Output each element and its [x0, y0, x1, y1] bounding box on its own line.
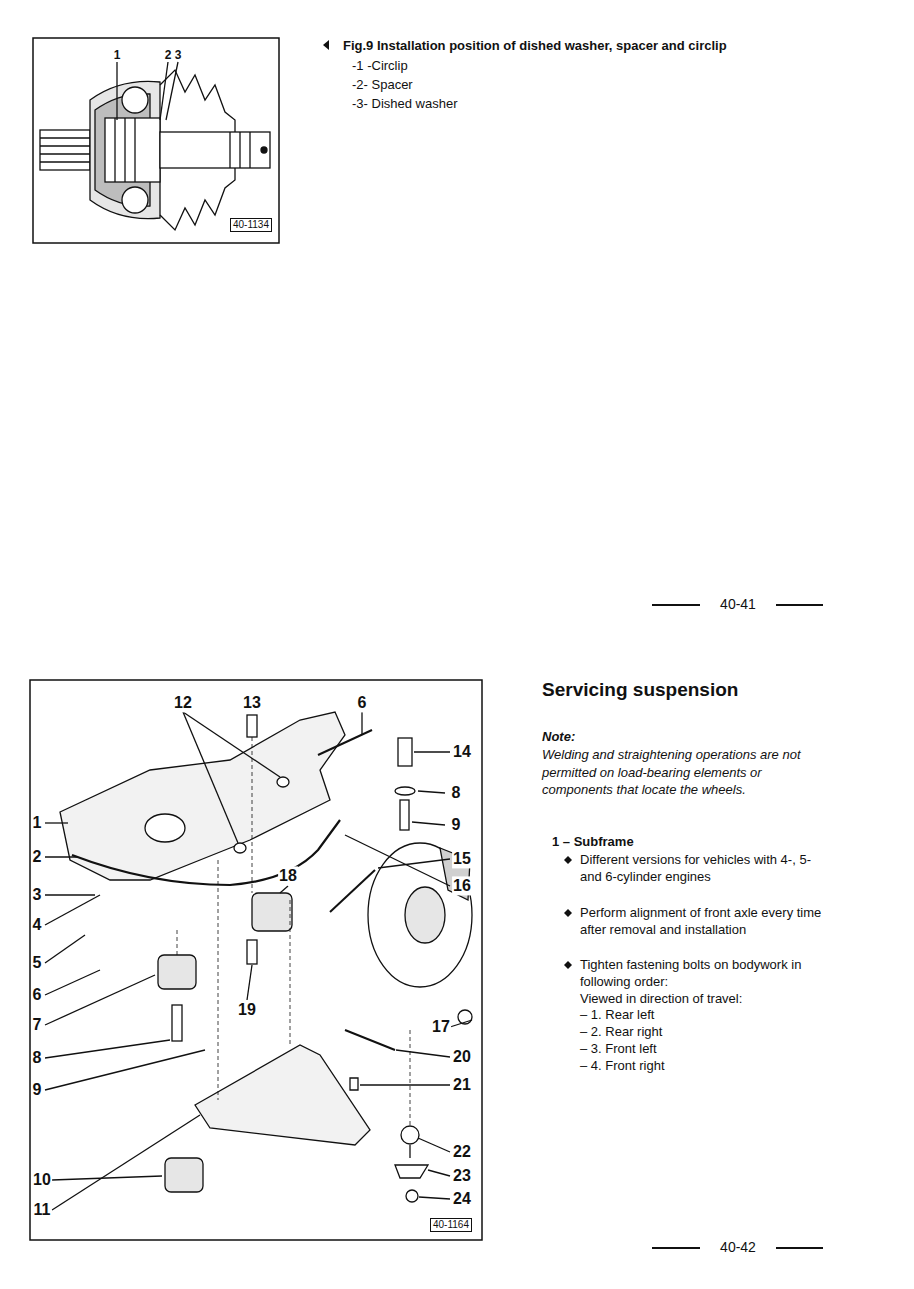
callout-number: 24 [452, 1189, 472, 1208]
section-heading: Servicing suspension [542, 679, 738, 702]
note-text: Welding and straightening operations are… [542, 746, 827, 799]
body-text: Viewed in direction of travel: [580, 990, 825, 1007]
callout-number: 2 [32, 847, 43, 866]
list-item: – 4. Front right [580, 1058, 665, 1074]
callout-number: 19 [237, 1000, 257, 1019]
list-item: – 3. Front left [580, 1041, 657, 1057]
bullet-text: Perform alignment of front axle every ti… [580, 904, 825, 938]
callout-number: 13 [242, 693, 262, 712]
callout-number: 8 [32, 1048, 43, 1067]
callout-number: 6 [357, 693, 368, 712]
callout-number: 14 [452, 742, 472, 761]
page-number: 40-41 [720, 596, 756, 613]
callout-number: 6 [32, 985, 43, 1004]
callout-number: 20 [452, 1047, 472, 1066]
callout-number: 8 [451, 783, 462, 802]
callout-number: 15 [452, 849, 472, 868]
callout-number: 5 [32, 953, 43, 972]
callout-number: 10 [32, 1170, 52, 1189]
callout-number: 11 [33, 1200, 52, 1219]
callout-number: 22 [452, 1142, 472, 1161]
callout-number: 2 [165, 48, 172, 62]
callout-number: 23 [452, 1166, 472, 1185]
figure-number: 40-1164 [430, 1218, 472, 1232]
bullet-text: Tighten fastening bolts on bodywork in f… [580, 956, 825, 990]
figure-caption: Fig.9 Installation position of dished wa… [343, 38, 727, 54]
callout-number: 4 [32, 915, 43, 934]
callout-number: 17 [431, 1017, 451, 1036]
list-item: – 2. Rear right [580, 1024, 662, 1040]
callout-number: 1 [114, 48, 121, 62]
list-item: – 1. Rear left [580, 1007, 654, 1023]
callout-number: 21 [452, 1075, 472, 1094]
callout-number: 16 [452, 876, 472, 895]
legend-item: -2- Spacer [352, 77, 413, 93]
callout-number: 12 [173, 693, 193, 712]
legend-item: -3- Dished washer [352, 96, 458, 112]
bullet-text: Different versions for vehicles with 4-,… [580, 851, 825, 885]
page-number: 40-42 [720, 1239, 756, 1256]
item-heading: 1 – Subframe [552, 834, 634, 850]
legend-item: -1 -Circlip [352, 58, 408, 74]
callout-number: 9 [451, 815, 462, 834]
callout-number: 18 [278, 866, 298, 885]
callout-number: 9 [32, 1080, 43, 1099]
callout-number: 3 [175, 48, 182, 62]
note-heading: Note: [542, 729, 575, 745]
figure-number: 40-1134 [230, 218, 272, 232]
callout-number: 7 [32, 1015, 43, 1034]
callout-number: 1 [32, 813, 43, 832]
callout-number: 3 [32, 885, 43, 904]
